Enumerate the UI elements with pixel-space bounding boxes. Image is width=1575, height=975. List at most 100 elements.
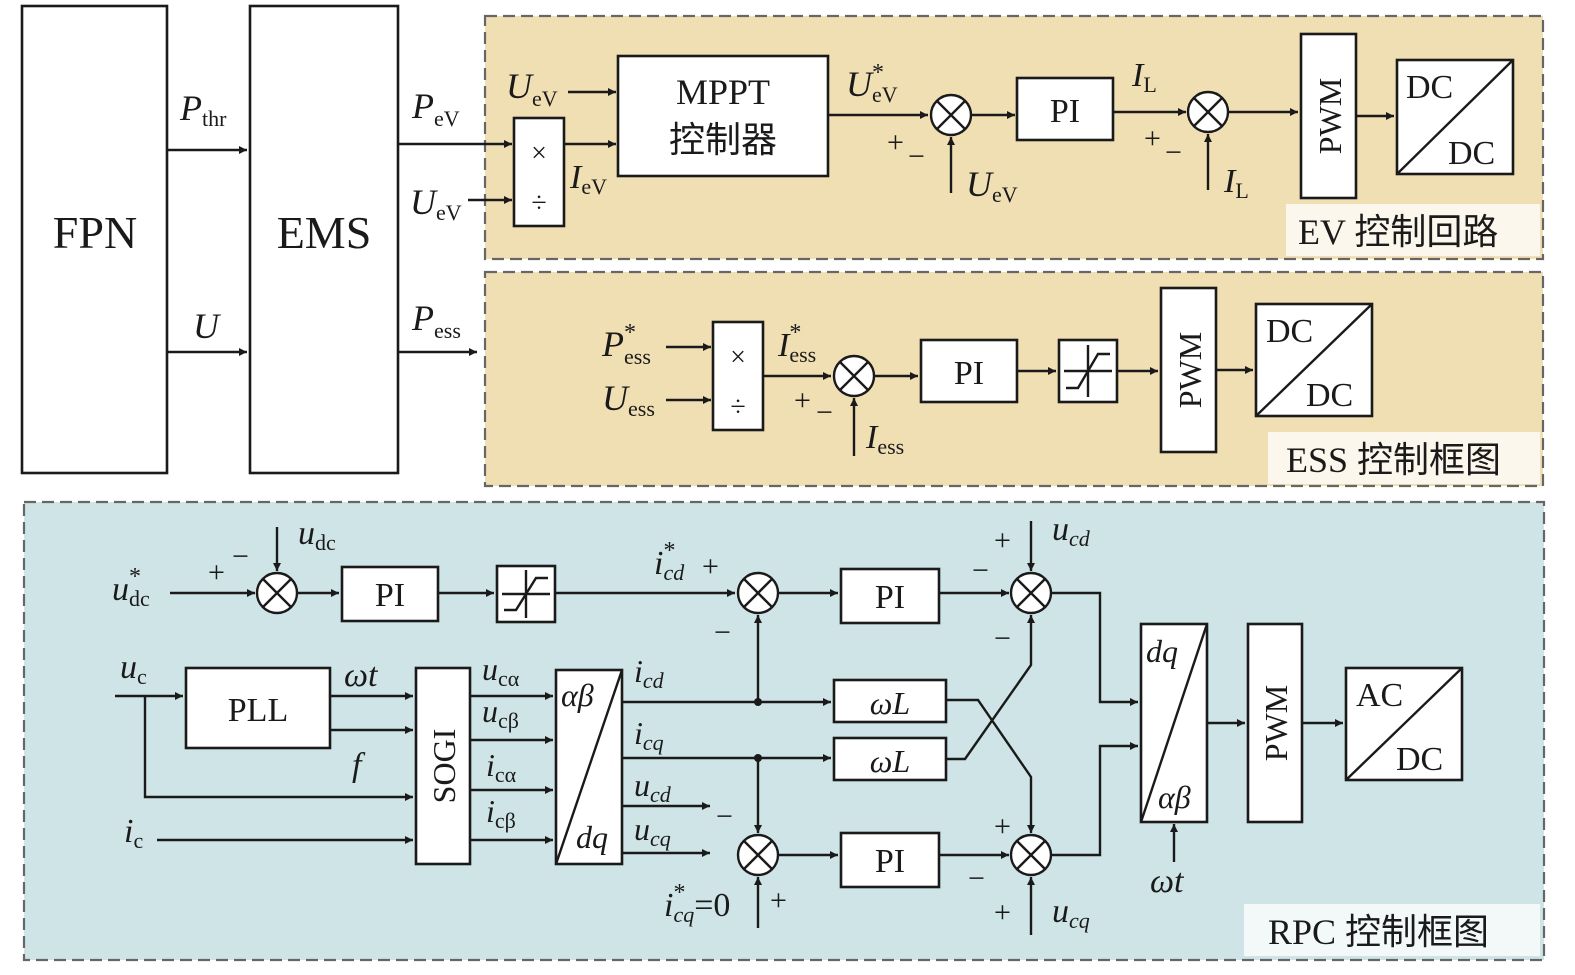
i-cq-label: icq (634, 715, 664, 755)
ess-sum-plus: + (794, 384, 811, 417)
acdc-dc: DC (1396, 741, 1443, 778)
uq-sum (1009, 833, 1053, 877)
ev-pi-label: PI (1050, 93, 1080, 130)
u-ev-ref-label: U*eV (846, 60, 898, 107)
sogi-label: SOGI (426, 729, 462, 804)
dc-sum (255, 571, 299, 615)
iq-sum (736, 833, 780, 877)
rpc-panel-title: RPC 控制框图 (1268, 912, 1489, 952)
rpc-pwm-label: PWM (1258, 685, 1294, 761)
p-ess-ref-label: P*ess (601, 320, 651, 369)
u-cb-label: ucβ (482, 693, 519, 733)
u-label: U (193, 306, 221, 346)
mppt-label: MPPT (676, 72, 770, 112)
rpc-title-bg (1244, 904, 1540, 956)
i-ca-label: icα (486, 747, 517, 787)
ev-sum-2-minus: − (1165, 136, 1182, 169)
u-ev-input-label: UeV (410, 182, 462, 225)
id-sum-plus: + (702, 550, 719, 583)
i-ev-label: IeV (569, 159, 607, 199)
omega-l-top-label: ωL (870, 685, 910, 721)
ess-sum (832, 354, 876, 398)
ev-mult-symbol: × (531, 138, 547, 169)
ev-muldiv-block: × ÷ (512, 116, 566, 228)
u-cq-feed-label: ucq (1052, 893, 1090, 933)
id-sum-minus: − (714, 616, 731, 649)
omega-t-bottom-label: ωt (1150, 863, 1185, 900)
ev-sum-1 (929, 93, 973, 137)
uq-sum-plus-bottom: + (994, 896, 1011, 929)
i-c-label: ic (124, 813, 143, 853)
i-ess-ref-label: I*ess (777, 320, 816, 367)
ess-pwm-label: PWM (1172, 332, 1208, 408)
mppt-block: MPPT 控制器 (616, 54, 830, 178)
u-ess-label: Uess (602, 378, 655, 421)
ess-pi-block: PI (919, 338, 1019, 404)
dc-sum-plus: + (208, 556, 225, 589)
id-pi-block: PI (839, 567, 941, 625)
ess-mult-symbol: × (730, 342, 746, 373)
uq-sum-plus-top: + (994, 810, 1011, 843)
ev-dc-top: DC (1406, 69, 1453, 106)
ems-block: EMS (248, 4, 400, 475)
ev-sum-1-minus: − (908, 140, 925, 173)
abdq-dq: dq (576, 819, 608, 855)
p-ess-label: Pess (411, 298, 461, 343)
u-c-label: uc (120, 649, 147, 689)
fpn-block: FPN (20, 4, 169, 475)
i-ess-feedback-label: Iess (865, 419, 904, 459)
omega-l-block-bottom: ωL (832, 736, 948, 782)
abdq-block: αβ dq (554, 668, 624, 866)
dc-pi-block: PI (340, 565, 440, 623)
ess-dcdc-block: DC DC (1254, 302, 1374, 418)
ev-dc-bottom: DC (1448, 135, 1495, 172)
ems-label: EMS (277, 207, 372, 258)
ev-dcdc-block: DC DC (1395, 58, 1515, 176)
ess-muldiv-block: × ÷ (711, 320, 765, 432)
u-cq-out-label: ucq (634, 811, 671, 851)
rpc-pwm-block: PWM (1246, 622, 1304, 824)
ud-sum-minus-left: − (972, 554, 989, 587)
ess-div-symbol: ÷ (730, 392, 745, 423)
id-pi-label: PI (875, 579, 905, 616)
ev-title-bg (1286, 204, 1540, 256)
i-cb-label: icβ (486, 793, 516, 833)
dc-sum-minus: − (232, 540, 249, 573)
acdc-ac: AC (1356, 677, 1403, 714)
acdc-block: AC DC (1344, 666, 1464, 782)
u-ev-feedback-label: UeV (966, 164, 1018, 207)
ev-panel-title: EV 控制回路 (1298, 212, 1498, 252)
i-cq-ref-label: i*cq=0 (664, 880, 730, 927)
ev-sum-2-plus: + (1144, 122, 1161, 155)
ev-sum-2 (1186, 90, 1230, 134)
uq-sum-minus-left: − (968, 862, 985, 895)
abdq-alpha-beta: αβ (561, 677, 594, 713)
u-cd-out-label: ucd (634, 767, 672, 807)
omega-t-pll-label: ωt (344, 657, 379, 694)
iq-pi-block: PI (839, 831, 941, 889)
ess-panel-title: ESS 控制框图 (1286, 440, 1501, 480)
omega-l-block-top: ωL (832, 678, 948, 724)
id-sum (736, 571, 780, 615)
pll-block: PLL (184, 666, 332, 750)
dqab-alpha-beta: αβ (1158, 779, 1191, 815)
ev-pwm-block: PWM (1299, 32, 1358, 200)
sogi-block: SOGI (414, 666, 472, 866)
pll-label: PLL (228, 692, 288, 729)
dqab-dq: dq (1146, 633, 1178, 669)
p-thr-label: Pthr (179, 88, 227, 131)
ud-sum (1009, 571, 1053, 615)
i-l-feedback-label: IL (1223, 163, 1249, 203)
u-ev-mppt-label: UeV (506, 66, 558, 111)
mppt-controller-label: 控制器 (669, 120, 777, 160)
ess-limiter-block (1057, 338, 1119, 404)
p-ev-label: PeV (411, 86, 460, 131)
iq-sum-plus: + (770, 884, 787, 917)
dc-pi-label: PI (375, 577, 405, 614)
fpn-label: FPN (53, 207, 137, 258)
u-dc-label: udc (298, 515, 336, 555)
ev-pi-block: PI (1015, 76, 1115, 142)
ev-sum-1-plus: + (887, 126, 904, 159)
ess-dc-bottom: DC (1306, 377, 1353, 414)
